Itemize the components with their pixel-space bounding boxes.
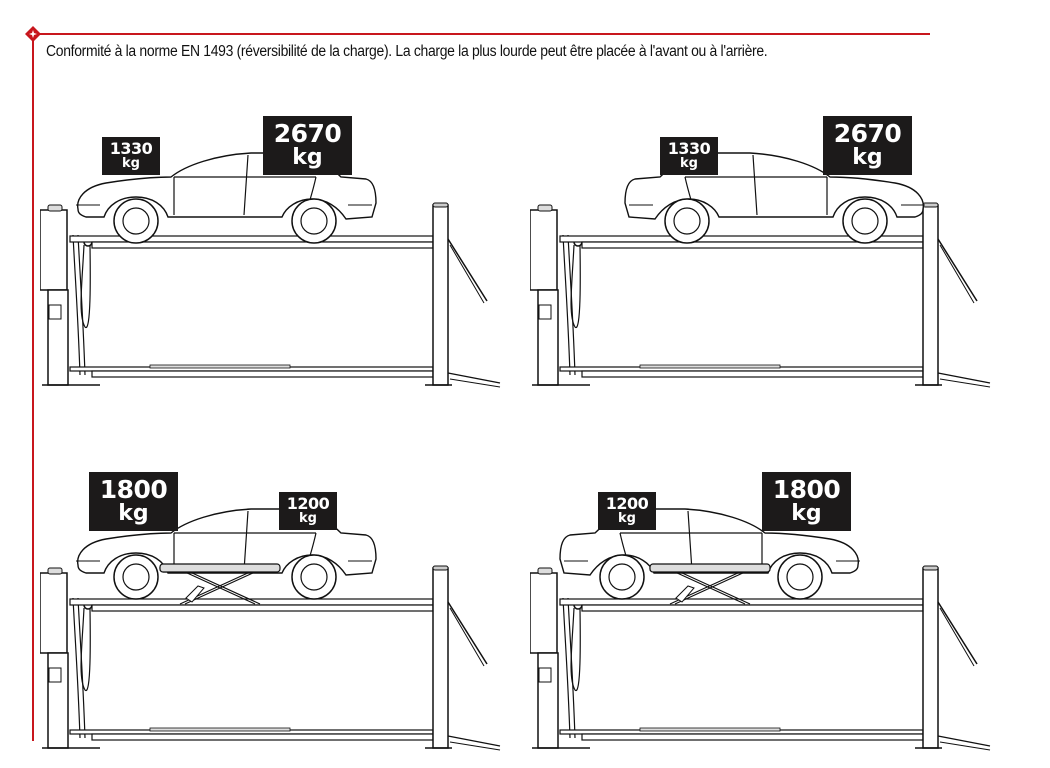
load-value: 2670 (273, 119, 342, 148)
frame-top-rule (33, 33, 930, 35)
load-value: 1800 (772, 475, 841, 504)
front-load-label: 1330 kg (660, 137, 718, 175)
load-value: 1200 (286, 494, 330, 513)
lift-panel-bottom-left: 1800 kg 1200 kg (40, 460, 520, 751)
rear-load-label: 2670 kg (823, 116, 912, 175)
front-load-label: 1800 kg (89, 472, 178, 531)
load-unit: kg (618, 511, 636, 526)
diamond-marker-icon (25, 26, 41, 42)
rear-load-label: 2670 kg (263, 116, 352, 175)
load-value: 1330 (667, 139, 711, 158)
load-unit: kg (791, 501, 822, 526)
lift-panel-bottom-right: 1200 kg 1800 kg (530, 460, 1010, 751)
load-value: 2670 (833, 119, 902, 148)
load-value: 1200 (605, 494, 649, 513)
front-load-label: 1330 kg (102, 137, 160, 175)
load-unit: kg (122, 156, 140, 171)
lift-illustration (40, 508, 501, 751)
frame-left-rule (32, 33, 34, 741)
lift-panel-top-left: 1330 kg 2670 kg (40, 100, 520, 390)
lift-illustration (530, 508, 991, 751)
front-load-label: 1200 kg (598, 492, 656, 530)
load-unit: kg (292, 145, 323, 170)
rear-load-label: 1200 kg (279, 492, 337, 530)
rear-load-label: 1800 kg (762, 472, 851, 531)
lift-panel-top-right: 1330 kg 2670 kg (530, 100, 1010, 390)
load-value: 1800 (99, 475, 168, 504)
lift-illustration (530, 152, 991, 388)
conformity-caption: Conformité à la norme EN 1493 (réversibi… (46, 43, 768, 60)
load-unit: kg (118, 501, 149, 526)
load-value: 1330 (109, 139, 153, 158)
load-unit: kg (852, 145, 883, 170)
load-unit: kg (680, 156, 698, 171)
load-unit: kg (299, 511, 317, 526)
